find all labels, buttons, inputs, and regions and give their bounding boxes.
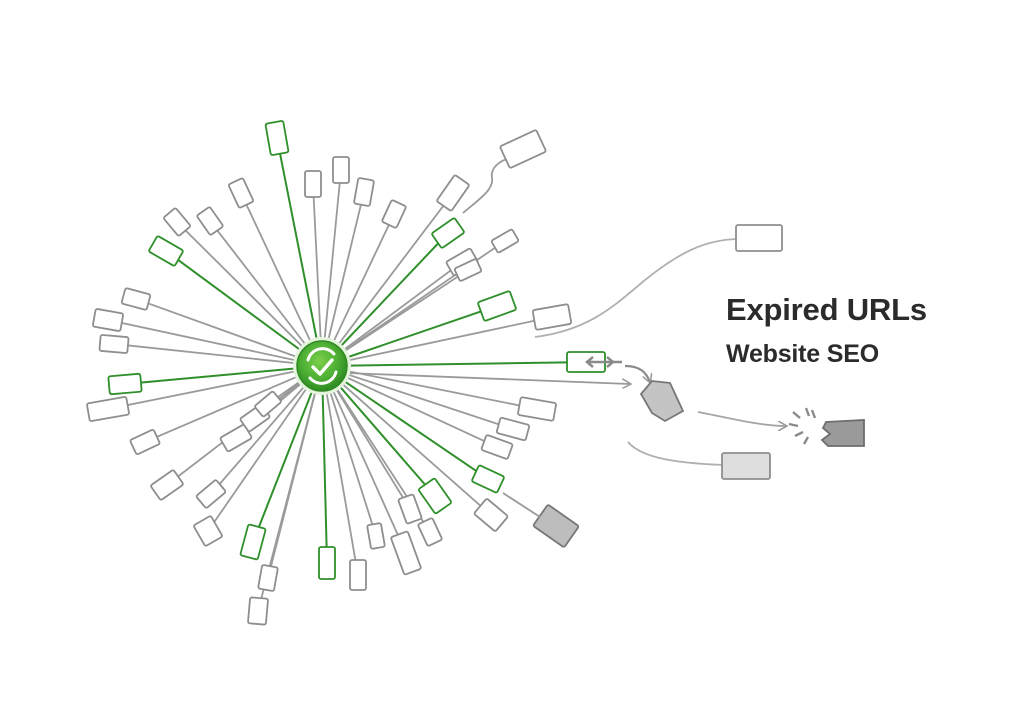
page-node [257,564,279,592]
redirect-arrow-line [346,372,630,384]
link-line [116,321,323,367]
link-line [182,226,323,367]
link-line [321,365,358,568]
expired-url-flow [346,129,865,548]
page-node [129,429,161,455]
link-spokes [116,146,577,603]
hub-node [293,337,351,395]
page-node [254,390,282,418]
external-page-node [499,129,547,169]
active-page-node [431,217,465,249]
active-page-node [471,464,505,494]
external-page-node [735,224,783,252]
page-node [92,308,124,332]
active-link-line [321,365,328,556]
page-node [332,156,350,184]
link-line [143,300,323,367]
page-node [495,416,531,442]
expired-page-node [721,452,771,480]
link-line [321,365,404,546]
page-node [349,559,367,591]
link-line [214,226,323,367]
transfer-arrow [624,364,650,382]
page-node [453,258,483,282]
page-node [381,199,407,229]
link-line [312,191,323,367]
page-node [193,515,223,547]
active-link-line [172,255,323,367]
link-line [321,318,543,367]
link-line [321,199,449,367]
external-link-curve [534,238,738,338]
expiry-arrow [697,411,786,426]
page-node [473,498,509,532]
title-expired-urls: Expired URLs [726,292,927,327]
link-line [259,365,323,603]
external-link-curve [627,441,725,466]
active-page-node [318,546,336,580]
page-node [480,434,514,460]
page-node [247,596,269,626]
active-page-node [477,290,517,322]
page-node [98,334,130,354]
link-line [152,365,323,440]
expired-page-node [639,380,685,423]
active-link-line [321,365,482,475]
page-node [228,177,254,209]
link-line [321,177,342,367]
link-line [321,365,506,428]
page-node [390,530,422,576]
active-link-line [277,146,323,367]
active-link-line [133,365,323,385]
active-page-node [107,372,143,396]
page-node [490,228,520,254]
check-circle-icon [306,347,338,385]
page-node [196,206,224,236]
active-link-line [321,361,577,367]
link-line [321,365,485,510]
page-node [353,177,375,207]
link-line [321,365,491,445]
active-page-node [239,523,267,561]
page-node [304,170,322,198]
broken-link-icon [788,407,865,447]
active-page-node [148,235,184,267]
link-line [116,365,323,409]
link-line [502,492,541,518]
active-link-line [255,365,323,534]
active-page-node [418,477,452,515]
double-arrow-icon [585,356,622,368]
page-node [366,522,386,550]
page-node [120,287,152,311]
title-website-seo: Website SEO [726,340,879,368]
page-node [195,479,227,509]
page-node [150,469,184,501]
link-line [243,199,323,367]
page-node [517,396,557,422]
link-line [121,343,323,367]
expired-page-node [532,504,580,548]
active-link-line [321,238,443,367]
page-node [86,396,130,422]
page-node [436,174,470,212]
link-line [212,365,323,524]
active-link-line [321,308,488,367]
external-link-curve [462,157,512,214]
active-page-node [264,120,290,156]
page-node [397,493,423,525]
page-node [531,303,573,331]
page-node [417,517,443,547]
page-node [163,207,191,237]
